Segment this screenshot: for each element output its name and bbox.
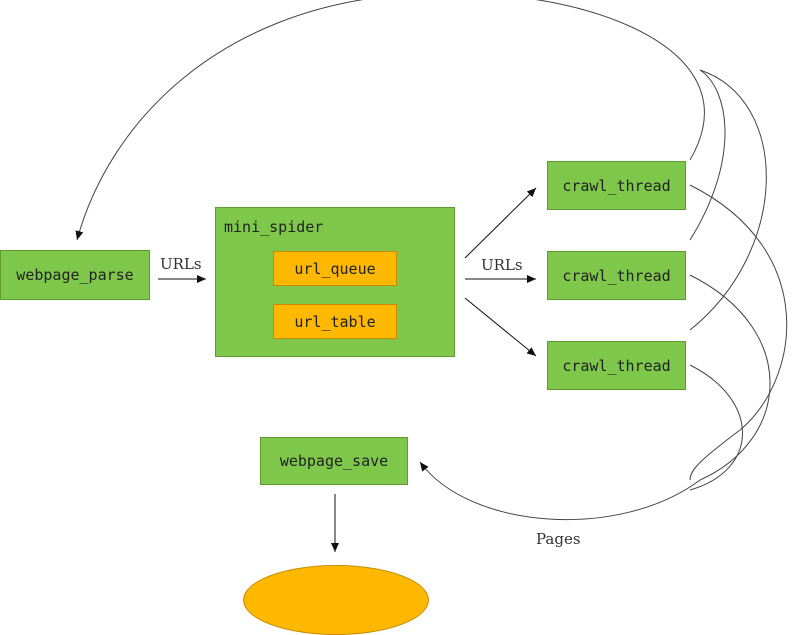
crawl-thread-node-3: crawl_thread bbox=[547, 341, 686, 390]
spider-to-thread-1-arrow bbox=[464, 187, 537, 259]
crawl-thread-label-2: crawl_thread bbox=[562, 266, 671, 285]
feedback-arc-2 bbox=[689, 69, 726, 241]
crawl-thread-label-1: crawl_thread bbox=[562, 176, 671, 195]
webpage-parse-node: webpage_parse bbox=[0, 250, 150, 300]
pages-label: Pages bbox=[536, 530, 581, 548]
loop-arc-1 bbox=[689, 184, 788, 481]
loop-arc-2 bbox=[689, 274, 771, 481]
feedback-arc-3 bbox=[689, 69, 767, 331]
crawl-thread-node-1: crawl_thread bbox=[547, 161, 686, 210]
spider-to-thread-3-arrow bbox=[464, 297, 537, 357]
pages-arrow bbox=[419, 461, 701, 520]
url-table-label: url_table bbox=[294, 312, 376, 331]
urls-label-right: URLs bbox=[481, 256, 523, 274]
diagram-canvas bbox=[75, 0, 788, 552]
feedback-arc-1 bbox=[75, 0, 705, 241]
urls-label-left: URLs bbox=[160, 255, 202, 273]
webpage-save-node: webpage_save bbox=[260, 437, 408, 485]
webpage-parse-label: webpage_parse bbox=[16, 266, 134, 284]
url-queue-node: url_queue bbox=[273, 251, 397, 286]
output-store-ellipse bbox=[243, 565, 429, 635]
mini-spider-label: mini_spider bbox=[224, 218, 324, 236]
loop-arc-3 bbox=[689, 364, 743, 491]
crawl-thread-label-3: crawl_thread bbox=[562, 356, 671, 375]
url-table-node: url_table bbox=[273, 304, 397, 339]
url-queue-label: url_queue bbox=[294, 259, 376, 278]
crawl-thread-node-2: crawl_thread bbox=[547, 251, 686, 300]
webpage-save-label: webpage_save bbox=[279, 452, 389, 470]
